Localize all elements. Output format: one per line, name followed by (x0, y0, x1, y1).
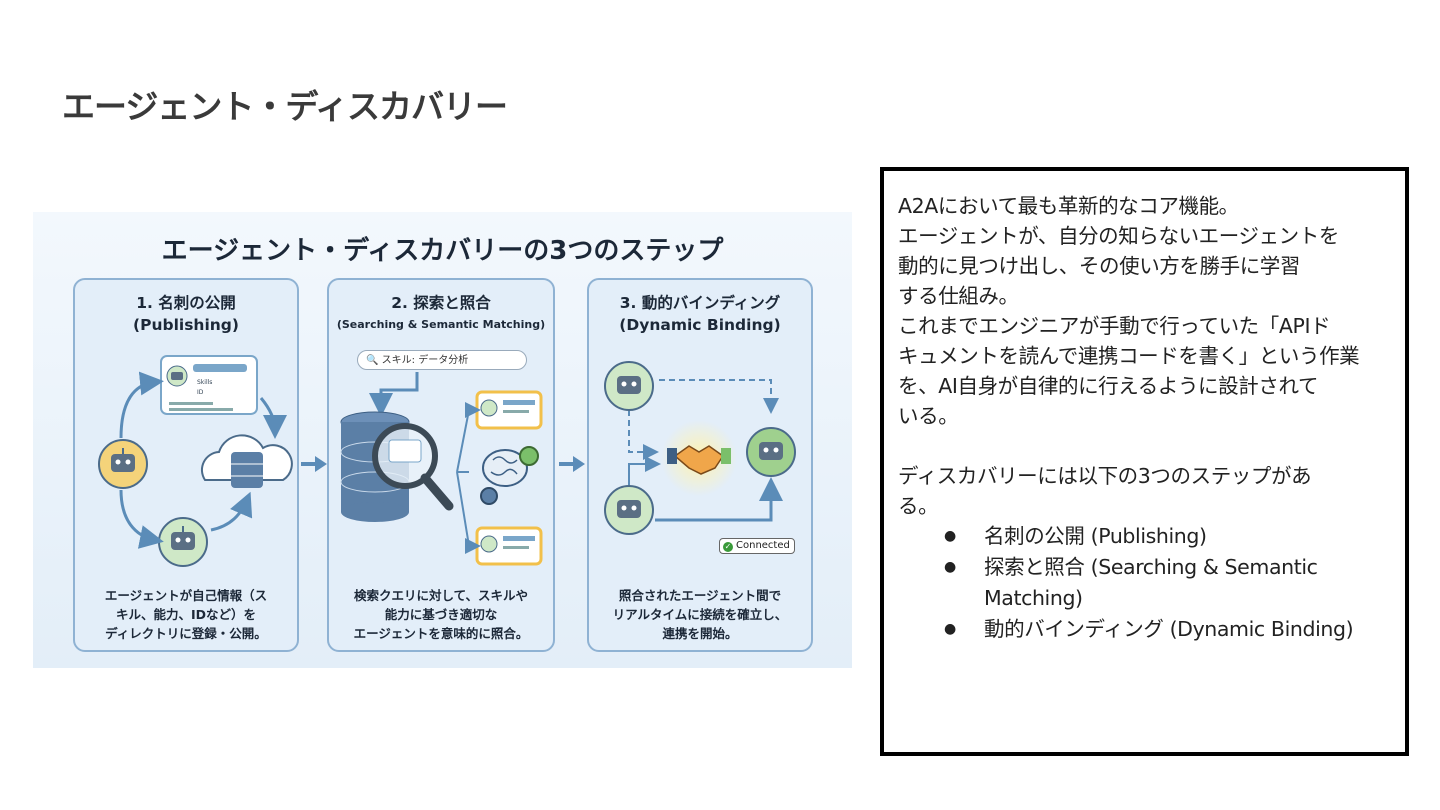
list-item: ●探索と照合 (Searching & Semantic Matching) (944, 552, 1398, 614)
description-text-box[interactable]: A2Aにおいて最も革新的なコア機能。 エージェントが、自分の知らないエージェント… (880, 167, 1409, 756)
robot-agent-icon (159, 518, 207, 566)
binding-illustration (589, 280, 815, 580)
handshake-icon (661, 420, 737, 496)
step-description: エージェントが自己情報（ス キル、能力、IDなど）を ディレクトリに登録・公開。 (83, 586, 289, 643)
step-description: 検索クエリに対して、スキルや 能力に基づき適切な エージェントを意味的に照合。 (337, 586, 545, 643)
cloud-database-icon (202, 435, 292, 488)
text-line: これまでエンジニアが手動で行っていた「APIド (898, 311, 1398, 341)
discovery-infographic: エージェント・ディスカバリーの3つのステップ 1. 名刺の公開 (Publish… (33, 212, 852, 668)
searching-illustration (329, 280, 557, 580)
robot-agent-icon (747, 428, 795, 476)
step-card-binding: 3. 動的バインディング (Dynamic Binding) (587, 278, 813, 652)
text-line: る。 (898, 491, 1398, 521)
step-description: 照合されたエージェント間で リアルタイムに接続を確立し、 連携を開始。 (597, 586, 803, 643)
step-card-publishing: 1. 名刺の公開 (Publishing) Skills ID (73, 278, 299, 652)
card-label-id: ID (197, 389, 204, 396)
list-item: ●動的バインディング (Dynamic Binding) (944, 614, 1398, 645)
robot-agent-icon (605, 362, 653, 410)
text-line: キュメントを読んで連携コードを書く」という作業 (898, 341, 1398, 371)
connected-badge: ✓Connected (719, 538, 795, 554)
bullet-icon: ● (944, 521, 956, 552)
text-body: A2Aにおいて最も革新的なコア機能。 エージェントが、自分の知らないエージェント… (898, 191, 1398, 645)
flow-arrow-icon (301, 452, 327, 476)
step-card-searching: 2. 探索と照合 (Searching & Semantic Matching)… (327, 278, 555, 652)
matched-card-icon (477, 528, 541, 564)
text-line: エージェントが、自分の知らないエージェントを (898, 221, 1398, 251)
bullet-icon: ● (944, 614, 956, 645)
card-label-skills: Skills (197, 379, 212, 386)
text-line: いる。 (898, 401, 1398, 431)
slide-title: エージェント・ディスカバリー (62, 80, 507, 128)
text-line: する仕組み。 (898, 281, 1398, 311)
agent-card-icon: Skills ID (161, 356, 257, 414)
check-icon: ✓ (723, 542, 733, 552)
robot-agent-icon (99, 440, 147, 488)
list-item: ●名刺の公開 (Publishing) (944, 521, 1398, 552)
flow-arrow-icon (559, 452, 585, 476)
text-line: A2Aにおいて最も革新的なコア機能。 (898, 191, 1398, 221)
step-bullet-list: ●名刺の公開 (Publishing) ●探索と照合 (Searching & … (898, 521, 1398, 645)
infographic-heading: エージェント・ディスカバリーの3つのステップ (33, 230, 852, 267)
robot-agent-icon (605, 486, 653, 534)
text-line: を、AI自身が自律的に行えるように設計されて (898, 371, 1398, 401)
text-line: 動的に見つけ出し、その使い方を勝手に学習 (898, 251, 1398, 281)
matched-card-icon (477, 392, 541, 428)
text-line: ディスカバリーには以下の3つのステップがあ (898, 461, 1398, 491)
bullet-icon: ● (944, 552, 956, 583)
publishing-illustration: Skills ID (75, 280, 301, 580)
